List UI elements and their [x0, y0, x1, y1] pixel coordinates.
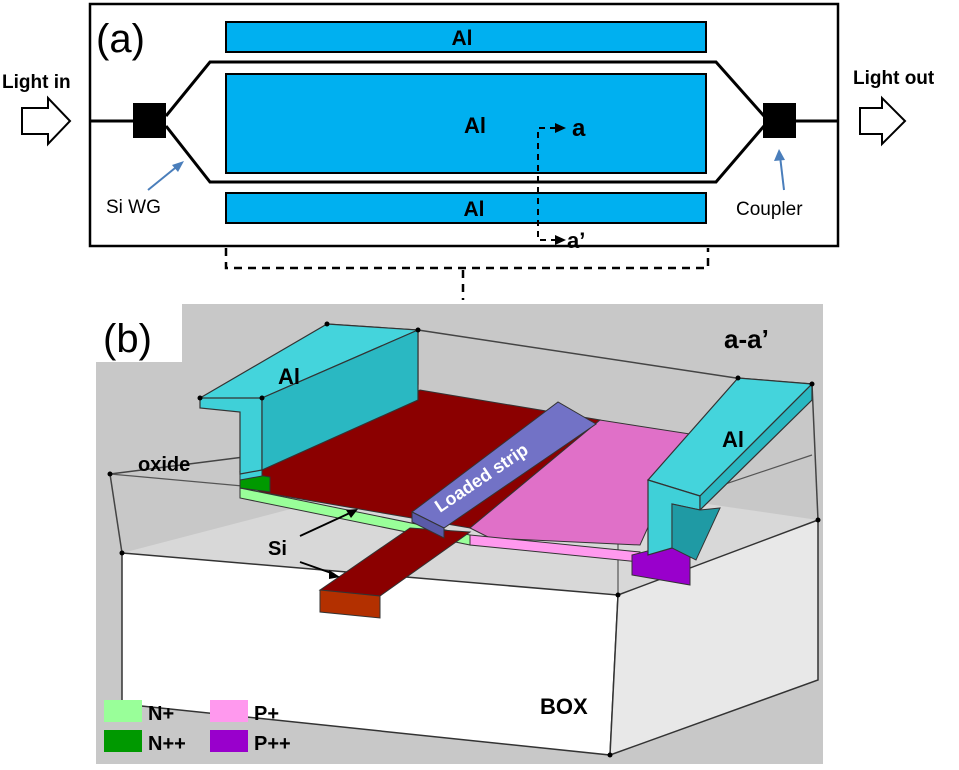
si-wg-label: Si WG	[106, 197, 161, 218]
oxide-left-edge	[109, 473, 123, 554]
al-electrode-center	[225, 73, 707, 174]
oxide-top-edge-left	[109, 456, 245, 475]
al-top-label: Al	[452, 27, 473, 50]
mzi-lower-arm	[164, 125, 766, 184]
coupler-label: Coupler	[736, 199, 803, 220]
si-wg-arrowhead-icon	[172, 161, 184, 172]
mzi-upper-arm	[164, 60, 766, 117]
cut-label-a-prime: a’	[567, 228, 585, 253]
cut-arrow-a	[555, 123, 566, 133]
legend: N+ P+ N++ P++	[104, 700, 291, 755]
si-label: Si	[268, 538, 287, 560]
coupler-pointer	[779, 155, 785, 191]
al-left-side	[261, 329, 419, 471]
si-wg-pointer	[147, 163, 181, 191]
al-center-label: Al	[464, 113, 486, 138]
legend-label-p-plus: P+	[254, 703, 279, 725]
legend-swatch-p-plus	[210, 700, 248, 722]
al-left-label: Al	[278, 364, 300, 389]
light-in-arrow-icon	[21, 95, 72, 147]
al-bottom-label: Al	[464, 198, 485, 221]
al-right-side	[699, 382, 813, 512]
legend-swatch-p-plus-plus	[210, 730, 248, 752]
panel-b-label-box	[96, 304, 182, 362]
legend-label-n-plus-plus: N++	[148, 733, 186, 755]
si-pointer-lower	[299, 561, 335, 575]
loaded-strip-end	[411, 511, 445, 539]
output-coupler	[763, 103, 796, 138]
oxide-right-edge	[811, 383, 819, 521]
input-coupler	[133, 103, 166, 138]
panel-b: (b) a-a’ BOX oxide Si Loaded s	[96, 304, 823, 764]
coupler-arrowhead-icon	[774, 149, 785, 161]
al-electrode-top	[225, 21, 707, 53]
si-rib-front	[319, 589, 381, 619]
box-label: BOX	[540, 694, 588, 719]
si-arrowhead-lower-icon	[329, 570, 340, 579]
al-right-label: Al	[722, 427, 744, 452]
legend-label-p-plus-plus: P++	[254, 733, 291, 755]
panel-a: (a) Al Al Al a a’ Si WG Coupler	[88, 2, 840, 253]
legend-swatch-n-plus-plus	[104, 730, 142, 752]
al-electrode-bottom	[225, 192, 707, 224]
panel-b-label: (b)	[103, 317, 152, 361]
cut-arrow-a-prime	[555, 235, 566, 245]
section-label: a-a’	[724, 324, 769, 354]
legend-swatch-n-plus	[104, 700, 142, 722]
light-out-label: Light out	[853, 68, 935, 89]
al-right-inner	[671, 503, 721, 561]
si-arrowhead-upper-icon	[346, 509, 358, 518]
oxide-label: oxide	[138, 454, 190, 476]
light-in-label: Light in	[2, 72, 71, 93]
si-pointer-upper	[299, 511, 353, 537]
cut-label-a: a	[572, 115, 586, 142]
zoom-bracket	[224, 248, 710, 270]
legend-label-n-plus: N+	[148, 703, 174, 725]
panel-a-label: (a)	[96, 17, 145, 61]
light-out-arrow-icon	[859, 95, 907, 147]
